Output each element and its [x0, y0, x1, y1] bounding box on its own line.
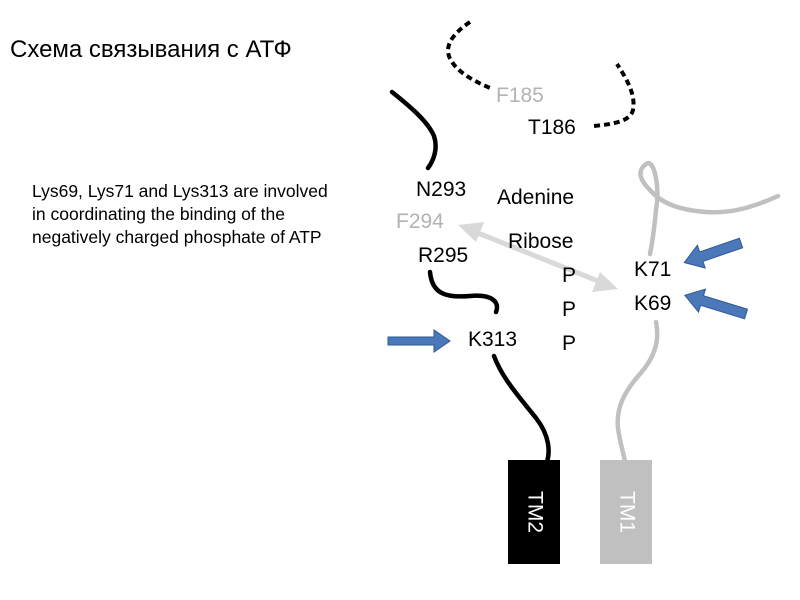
residue-k313: K313	[468, 328, 517, 351]
slide-title: Схема связывания с АТФ	[10, 36, 292, 63]
tm1-label: TM1	[615, 491, 638, 533]
tm2-chain-upper	[389, 89, 438, 171]
atp-ribose: Ribose	[508, 230, 573, 253]
residue-k69: K69	[634, 292, 671, 315]
residue-f185: F185	[496, 84, 544, 107]
tm2-chain-middle	[427, 269, 500, 315]
residue-k71: K71	[634, 258, 671, 281]
residue-t186: T186	[528, 116, 576, 139]
dotted-loop-right	[593, 62, 636, 128]
arrow-to-k71	[683, 237, 744, 269]
double-arrow-shaft	[477, 230, 599, 284]
atp-phosphate-2: P	[562, 298, 576, 321]
tm1-box	[600, 460, 652, 564]
atp-phosphate-1: P	[562, 264, 576, 287]
tm2-box	[508, 460, 560, 564]
double-arrow-head-left	[458, 222, 484, 242]
residue-f294: F294	[396, 210, 444, 233]
atp-adenine: Adenine	[497, 186, 574, 209]
tm1-chain-upper	[638, 161, 781, 257]
dotted-loop-left	[446, 20, 491, 90]
residue-n293: N293	[416, 178, 466, 201]
tm2-chain-lower	[491, 353, 551, 465]
arrow-to-k313	[387, 329, 451, 353]
description-text: Lys69, Lys71 and Lys313 are involved in …	[32, 181, 328, 247]
arrow-to-k69	[683, 288, 749, 320]
tm2-label: TM2	[523, 491, 546, 533]
residue-r295: R295	[418, 244, 468, 267]
atp-phosphate-3: P	[562, 332, 576, 355]
tm1-chain-lower	[615, 319, 660, 465]
double-arrow-head-right	[592, 272, 618, 292]
